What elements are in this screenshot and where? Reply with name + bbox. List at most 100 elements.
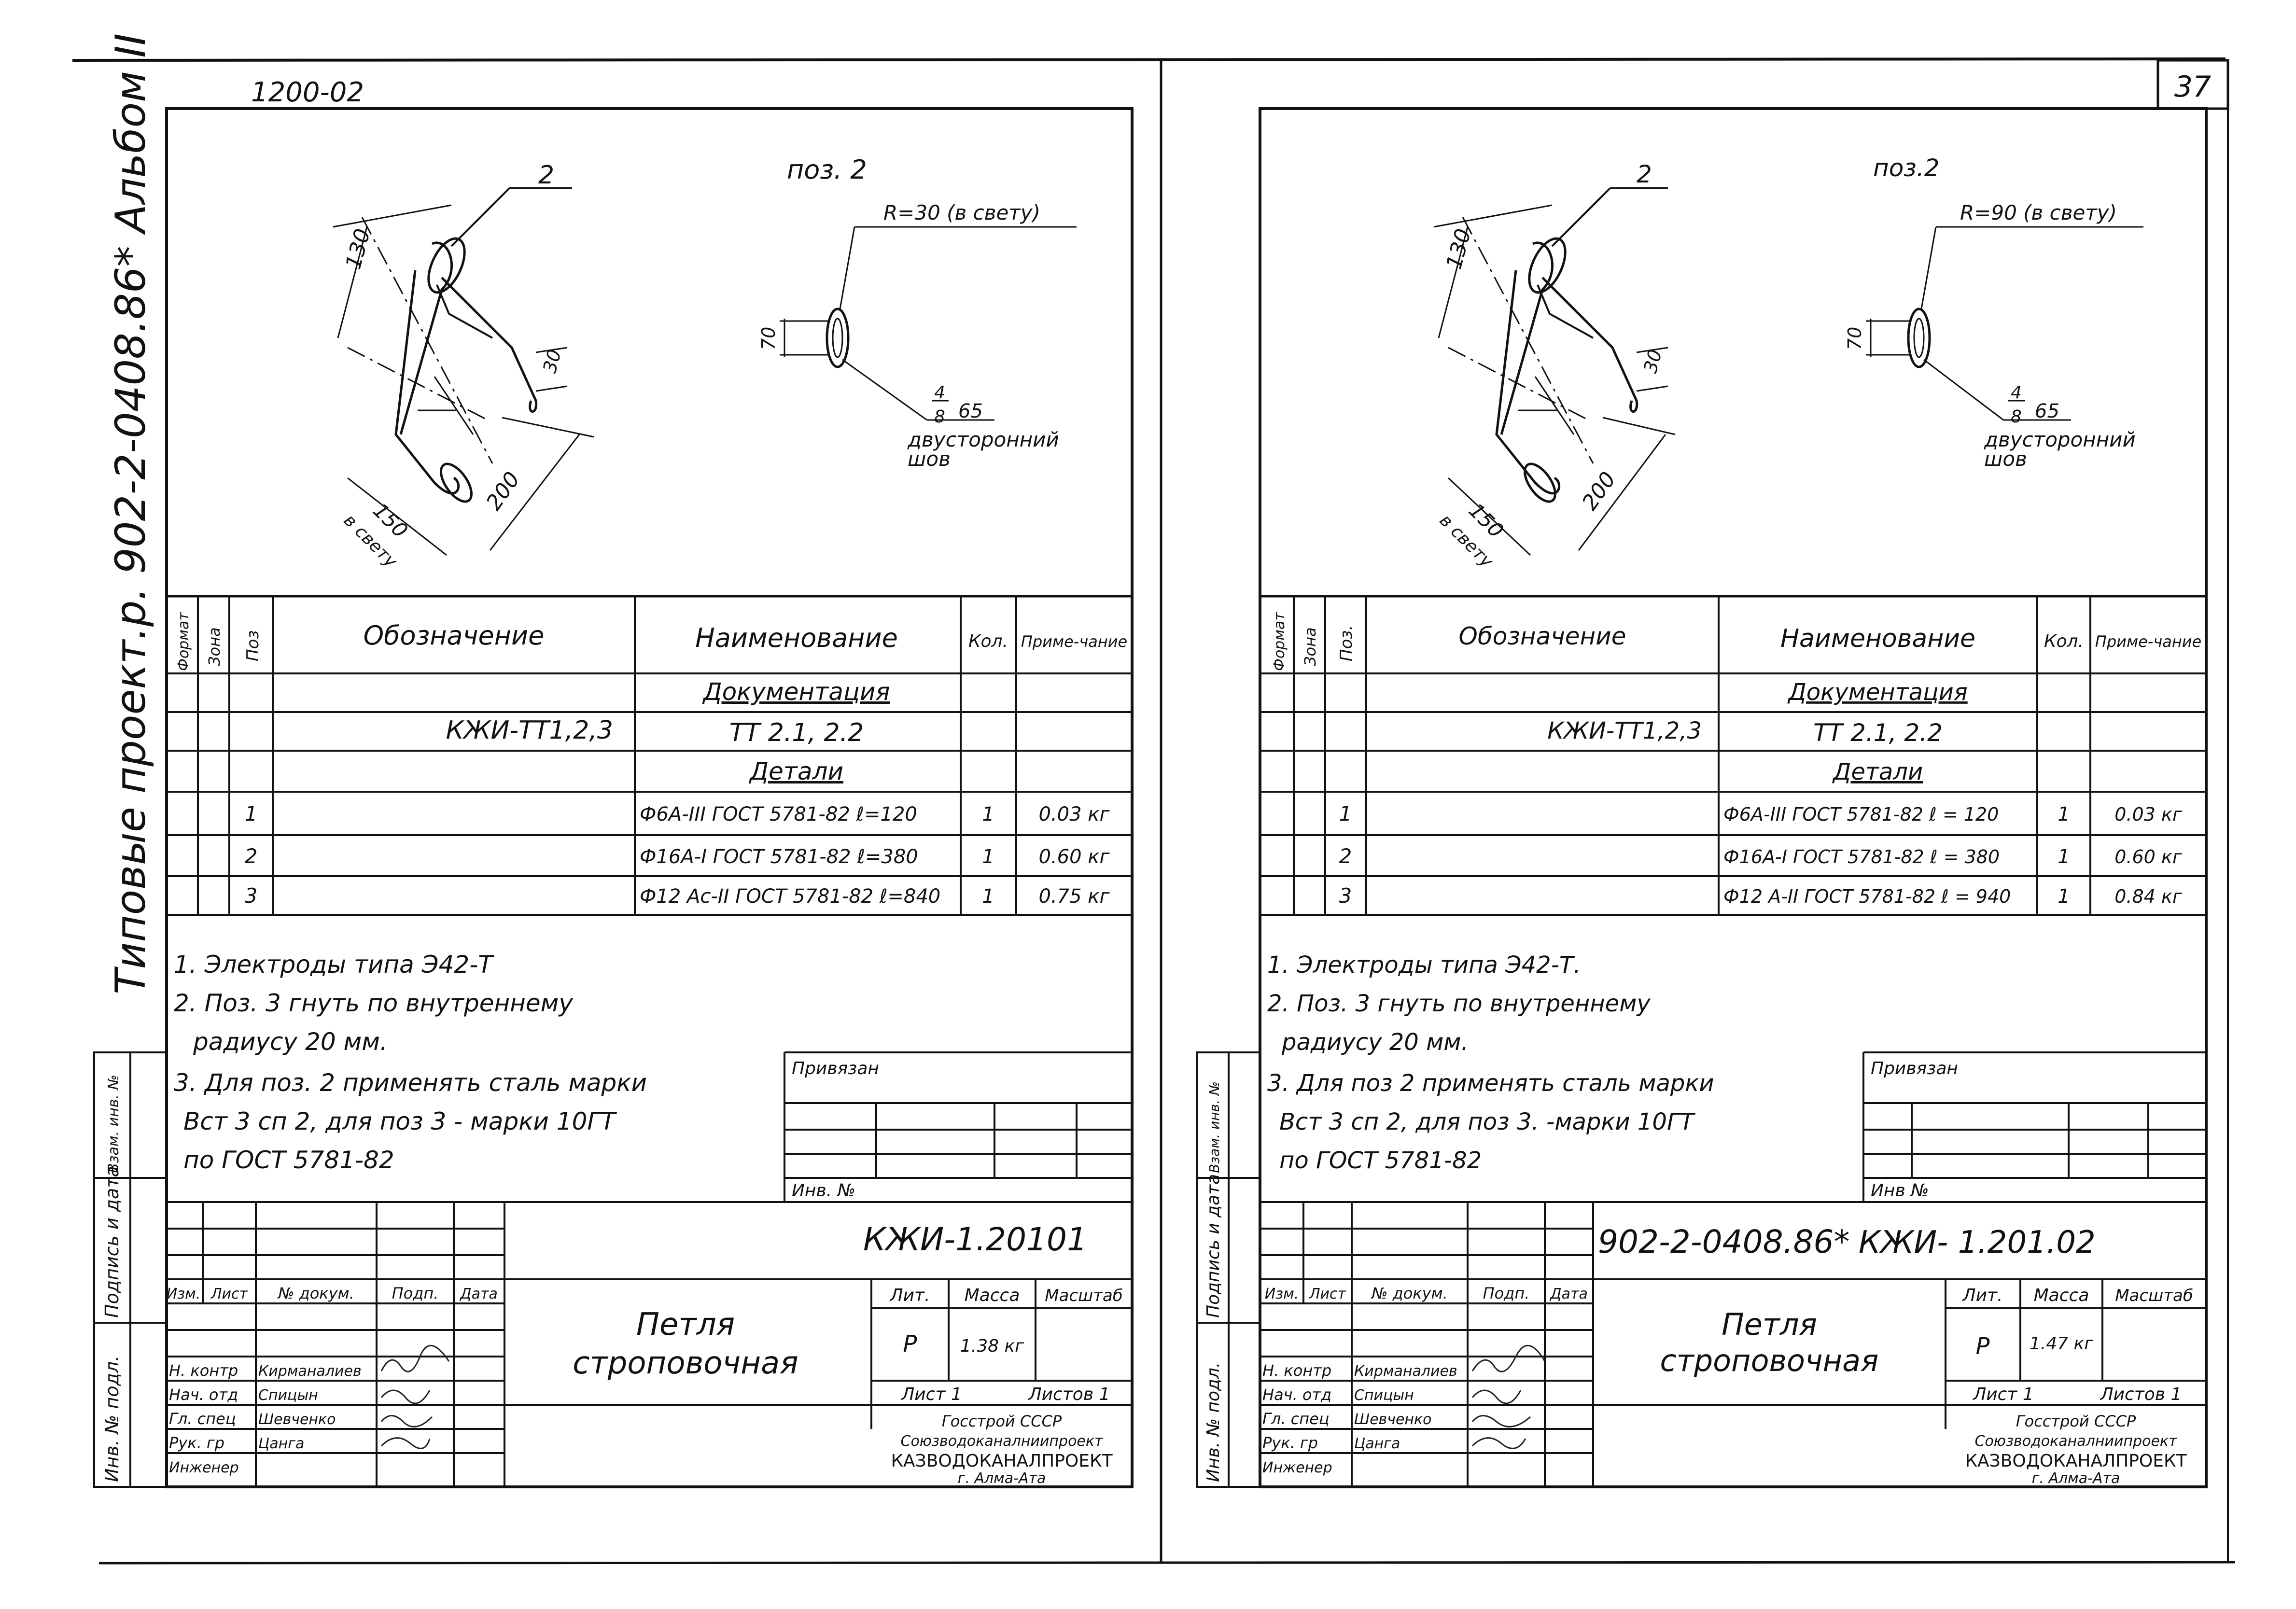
- right-role-3: Гл. спец: [1262, 1410, 1330, 1428]
- right-role-5: Инженер: [1262, 1459, 1332, 1476]
- top-sheet-line: [72, 57, 2226, 62]
- right-role-1: Н. контр: [1262, 1361, 1331, 1380]
- left-note-6: по ГОСТ 5781-82: [183, 1146, 394, 1174]
- right-weld-num: 4: [2011, 383, 2022, 403]
- right-sidebox-l2: Подпись и дата: [1204, 1174, 1223, 1318]
- right-h-list: Лист: [1309, 1286, 1347, 1302]
- left-doc-name: ТТ 2.1, 2.2: [729, 718, 864, 747]
- left-side-title: Типовые проект.р. 902-2-0408.86* Альбом …: [107, 33, 155, 994]
- right-frame: [1259, 107, 2208, 1488]
- left-row1-name: Ф6А-III ГОСТ 5781-82 ℓ=120: [640, 803, 917, 825]
- left-sheets-label: Листов 1: [1028, 1385, 1110, 1404]
- left-h-zone: Зона: [205, 627, 224, 666]
- left-section-docs: Документация: [702, 678, 890, 706]
- right-org-4: г. Алма-Ата: [2032, 1470, 2120, 1487]
- right-lit: Р: [1976, 1333, 1990, 1360]
- left-h-date: Дата: [459, 1286, 498, 1302]
- bottom-sheet-line: [98, 1561, 2236, 1565]
- right-scale-h: Масштаб: [2115, 1286, 2193, 1305]
- left-weld-note-1: двусторонний: [907, 428, 1059, 451]
- right-sidebox-l1: Взам. инв. №: [1206, 1081, 1222, 1173]
- right-name-1: Кирманалиев: [1354, 1363, 1457, 1380]
- right-name-4: Цанга: [1354, 1435, 1400, 1452]
- right-doc-designation: КЖИ-ТТ1,2,3: [1547, 717, 1702, 744]
- left-top-code: 1200-02: [251, 77, 364, 108]
- right-row3-name: Ф12 А-II ГОСТ 5781-82 ℓ = 940: [1723, 886, 2011, 907]
- sheet-number: 37: [2174, 70, 2211, 104]
- left-detail-title: поз. 2: [787, 154, 867, 185]
- right-note-1: 1. Электроды типа Э42-Т.: [1267, 951, 1581, 979]
- left-sidebox-l2: Подпись и дата: [101, 1166, 123, 1318]
- left-h-doc: № докум.: [277, 1284, 354, 1302]
- left-inv-label: Инв. №: [792, 1181, 855, 1201]
- left-row2-pos: 2: [245, 844, 258, 868]
- left-spec-table: [167, 596, 1132, 916]
- left-role-2: Нач. отд: [169, 1385, 238, 1404]
- left-h-izm: Изм.: [167, 1286, 201, 1302]
- left-org-4: г. Алма-Ата: [958, 1470, 1046, 1487]
- left-role-5: Инженер: [169, 1459, 239, 1476]
- left-row3-pos: 3: [245, 884, 258, 908]
- right-h-designation: Обозначение: [1459, 622, 1626, 650]
- left-role-1: Н. контр: [169, 1361, 238, 1380]
- right-stamp-code-prefix: 902-2-0408.86*: [1598, 1223, 1850, 1260]
- left-row1-note: 0.03 кг: [1039, 803, 1110, 825]
- right-role-4: Рук. гр: [1262, 1434, 1318, 1452]
- left-row1-pos: 1: [245, 802, 258, 825]
- left-sidebox-l1: Взам. инв. №: [105, 1075, 122, 1173]
- left-weld-num: 4: [934, 383, 945, 403]
- left-row3-name: Ф12 Ас-II ГОСТ 5781-82 ℓ=840: [640, 885, 940, 908]
- right-leader-pos: 2: [1637, 160, 1652, 188]
- left-note-3: радиусу 20 мм.: [193, 1028, 388, 1056]
- right-h-qty: Кол.: [2044, 631, 2084, 651]
- right-weld-len: 65: [2035, 400, 2059, 422]
- right-doc-name: ТТ 2.1, 2.2: [1813, 719, 1943, 747]
- right-org-3: КАЗВОДОКАНАЛПРОЕКТ: [1965, 1451, 2187, 1471]
- left-lit-h: Лит.: [889, 1286, 930, 1305]
- left-note-4: 3. Для поз. 2 применять сталь марки: [174, 1069, 647, 1097]
- left-product-line1: Петля: [636, 1307, 735, 1343]
- right-section-details: Детали: [1832, 758, 1923, 785]
- right-row1-qty: 1: [2058, 803, 2070, 825]
- left-doc-designation: КЖИ-ТТ1,2,3: [446, 716, 613, 745]
- left-weld-len: 65: [958, 400, 983, 422]
- right-org-2: Союзводоканалниипроект: [1975, 1433, 2178, 1450]
- right-h-doc: № докум.: [1371, 1284, 1448, 1302]
- left-loop-drawing: [333, 187, 594, 556]
- left-row2-name: Ф16А-I ГОСТ 5781-82 ℓ=380: [640, 846, 918, 868]
- right-h-zone: Зона: [1301, 627, 1319, 666]
- right-sheet: 2 130 30 150 в свету 200 поз.2 R=90 (в с…: [1196, 107, 2208, 1488]
- left-row3-qty: 1: [982, 885, 994, 908]
- left-h-list: Лист: [210, 1286, 249, 1302]
- left-h-designation: Обозначение: [364, 620, 545, 651]
- right-detail-drawing: [1866, 226, 2143, 421]
- left-frame: [165, 107, 1134, 1488]
- left-note-1: 1. Электроды типа Э42-Т: [174, 951, 494, 979]
- left-h-sign: Подп.: [392, 1284, 439, 1302]
- left-org-3: КАЗВОДОКАНАЛПРОЕКТ: [891, 1451, 1113, 1471]
- right-weld-den: 8: [2011, 407, 2022, 427]
- right-name-2: Спицын: [1354, 1387, 1414, 1404]
- left-weld-den: 8: [934, 407, 945, 427]
- right-dim-70: 70: [1844, 327, 1865, 350]
- right-org-1: Госстрой СССР: [2016, 1412, 2136, 1430]
- right-sheets-label: Листов 1: [2100, 1385, 2182, 1404]
- right-bound-block: [1862, 1051, 2206, 1202]
- right-radius-note: R=90 (в свету): [1960, 201, 2117, 224]
- right-h-date: Дата: [1549, 1286, 1588, 1302]
- left-leader-pos: 2: [538, 161, 554, 190]
- left-name-3: Шевченко: [258, 1411, 336, 1428]
- right-row1-pos: 1: [1339, 802, 1352, 825]
- left-h-format: Формат: [175, 612, 192, 671]
- left-note-5: Вст 3 сп 2, для поз 3 - марки 10ГТ: [183, 1107, 617, 1135]
- right-signatures: [1471, 1344, 1546, 1449]
- right-h-name: Наименование: [1780, 624, 1975, 653]
- left-section-details: Детали: [749, 757, 843, 785]
- left-name-4: Цанга: [258, 1435, 304, 1452]
- right-sheet-label: Лист 1: [1972, 1385, 2034, 1404]
- right-weld-note-2: шов: [1984, 447, 2027, 471]
- right-row2-name: Ф16А-I ГОСТ 5781-82 ℓ = 380: [1723, 846, 2000, 867]
- right-h-note: Приме-чание: [2095, 632, 2201, 651]
- right-title-block: [1260, 1201, 2206, 1487]
